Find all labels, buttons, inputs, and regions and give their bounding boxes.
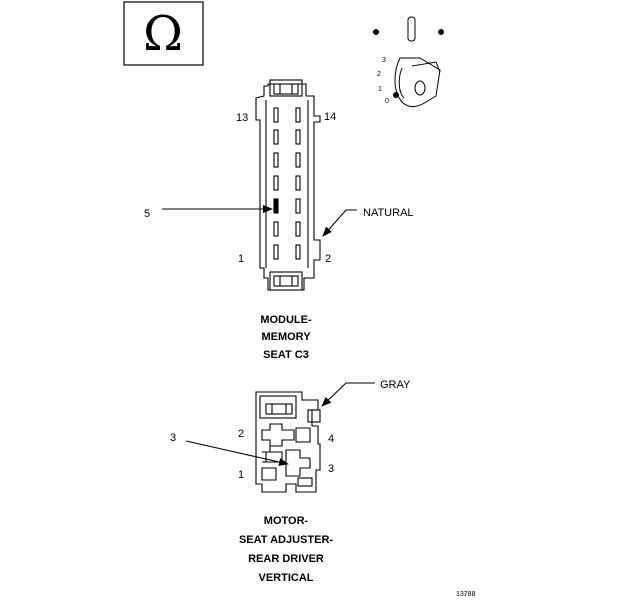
key-position-label: 3: [382, 57, 386, 64]
motor-caption-line-2: SEAT ADJUSTER-: [239, 534, 333, 546]
motor-pin-label-2: 2: [238, 428, 244, 440]
motor-pin-3-pointer-label: 3: [170, 432, 176, 444]
module-connector: [162, 79, 357, 291]
motor-pin-label-4: 4: [328, 433, 334, 445]
motor-caption-line-1: MOTOR-: [264, 515, 309, 527]
motor-connector: [185, 382, 375, 493]
pin-label-2: 2: [325, 253, 331, 265]
module-caption-line-1: MODULE-: [260, 314, 312, 326]
pin-label-1: 1: [238, 253, 244, 265]
motor-caption-line-4: VERTICAL: [259, 572, 314, 584]
motor-pin-label-1: 1: [238, 469, 244, 481]
pin-label-5: 5: [144, 208, 150, 220]
ignition-key-icon: [393, 57, 441, 108]
motor-caption-line-3: REAR DRIVER: [248, 553, 324, 565]
pin-3-pointer-arrow: [185, 440, 289, 466]
pin-slots: [273, 107, 301, 260]
natural-color-pointer-arrow: [322, 209, 357, 237]
key-position-label: 0: [385, 98, 389, 105]
color-label-gray: GRAY: [380, 379, 411, 391]
gray-color-pointer-arrow: [321, 382, 375, 407]
module-caption-line-2: MEMORY: [261, 331, 311, 343]
key-position-label: 2: [377, 71, 381, 78]
omega-ohm-icon: Ω: [143, 6, 183, 62]
ohm-symbol-box: Ω: [123, 1, 204, 66]
key-position-label: 1: [378, 86, 382, 93]
key-inset: 3 2 1 0: [373, 16, 444, 108]
pin-label-14: 14: [324, 111, 336, 123]
figure-id: 13788: [456, 591, 476, 598]
module-caption-line-3: SEAT C3: [263, 349, 309, 361]
color-label-natural: NATURAL: [363, 207, 414, 219]
key-blade-icon: [407, 16, 416, 42]
motor-pin-label-3: 3: [328, 463, 334, 475]
pin-label-13: 13: [236, 112, 248, 124]
